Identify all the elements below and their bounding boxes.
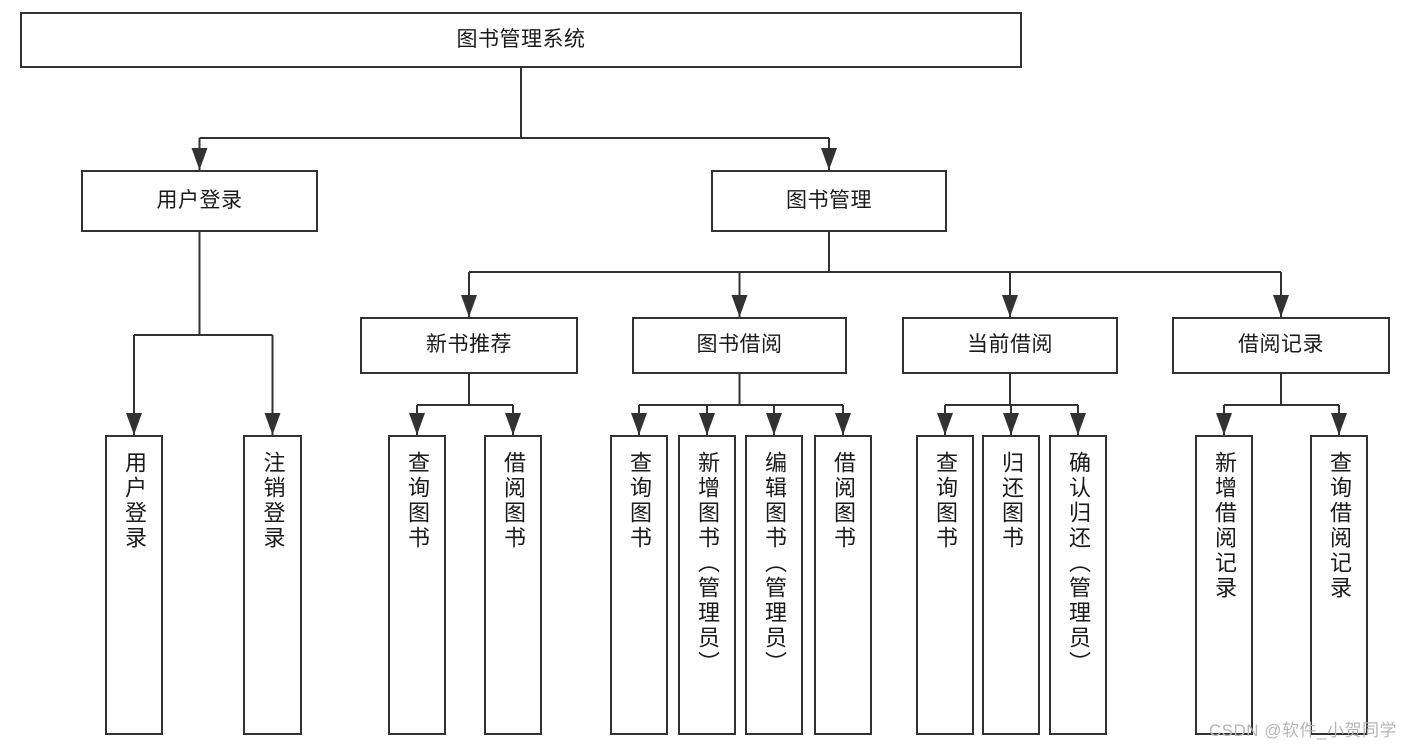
node-label: 编辑图书（管理员） [762, 451, 787, 676]
node-leaf-logout[interactable]: 注销登录 [243, 435, 302, 735]
node-label: 查询借阅记录 [1327, 451, 1352, 601]
arrowhead-book-manage [821, 148, 837, 170]
node-label: 查询图书 [933, 451, 958, 551]
node-label: 图书借阅 [696, 333, 783, 357]
arrowhead-leaf-query-record [1331, 413, 1347, 435]
arrowhead-leaf-logout [264, 413, 281, 435]
node-label: 图书管理 [786, 188, 872, 212]
node-leaf-query-book-1[interactable]: 查询图书 [388, 435, 446, 735]
node-current-borrow[interactable]: 当前借阅 [902, 317, 1118, 374]
node-label: 借阅图书 [831, 451, 856, 551]
node-user-login[interactable]: 用户登录 [81, 170, 318, 232]
node-label: 图书管理系统 [456, 27, 586, 51]
node-leaf-add-record[interactable]: 新增借阅记录 [1195, 435, 1253, 735]
node-label: 查询图书 [405, 451, 430, 551]
node-label: 新书推荐 [426, 333, 512, 357]
arrowhead-borrow-record [1273, 295, 1289, 317]
node-leaf-borrow-book-1[interactable]: 借阅图书 [484, 435, 542, 735]
node-label: 借阅记录 [1238, 333, 1324, 357]
node-label: 新增借阅记录 [1212, 451, 1237, 601]
arrowhead-leaf-edit-book [766, 413, 782, 435]
node-label: 查询图书 [627, 451, 652, 551]
csdn-watermark: CSDN @软件_小贺同学 [1208, 721, 1397, 740]
node-leaf-edit-book[interactable]: 编辑图书（管理员） [745, 435, 803, 735]
node-book-manage[interactable]: 图书管理 [711, 170, 947, 232]
node-label: 用户登录 [156, 188, 243, 212]
node-leaf-return-book[interactable]: 归还图书 [982, 435, 1040, 735]
node-label: 当前借阅 [967, 333, 1053, 357]
arrowhead-leaf-confirm-return [1070, 413, 1086, 435]
arrowhead-new-book-rec [461, 295, 477, 317]
node-leaf-borrow-book-2[interactable]: 借阅图书 [814, 435, 872, 735]
arrowhead-leaf-query-book-2 [631, 413, 647, 435]
node-label: 借阅图书 [501, 451, 526, 551]
node-new-book-rec[interactable]: 新书推荐 [360, 317, 578, 374]
node-label: 注销登录 [260, 451, 286, 551]
arrowhead-leaf-query-book-3 [937, 413, 953, 435]
node-leaf-query-record[interactable]: 查询借阅记录 [1310, 435, 1368, 735]
node-label: 确认归还（管理员） [1066, 451, 1091, 676]
node-book-borrow[interactable]: 图书借阅 [632, 317, 847, 374]
node-leaf-add-book[interactable]: 新增图书（管理员） [678, 435, 736, 735]
arrowhead-leaf-borrow-book-2 [835, 413, 851, 435]
node-leaf-query-book-3[interactable]: 查询图书 [916, 435, 974, 735]
node-label: 用户登录 [122, 451, 147, 551]
arrowhead-leaf-borrow-book-1 [505, 413, 521, 435]
node-label: 新增图书（管理员） [695, 451, 720, 676]
arrowhead-user-login [191, 148, 208, 170]
arrowhead-leaf-user-login [126, 413, 142, 435]
arrowhead-leaf-add-record [1216, 413, 1232, 435]
arrowhead-leaf-query-book-1 [409, 413, 425, 435]
node-borrow-record[interactable]: 借阅记录 [1172, 317, 1390, 374]
arrowhead-book-borrow [731, 295, 748, 317]
node-leaf-confirm-return[interactable]: 确认归还（管理员） [1049, 435, 1107, 735]
node-leaf-query-book-2[interactable]: 查询图书 [610, 435, 668, 735]
node-root[interactable]: 图书管理系统 [20, 12, 1022, 68]
node-label: 归还图书 [999, 451, 1024, 551]
node-leaf-user-login[interactable]: 用户登录 [105, 435, 163, 735]
arrowhead-current-borrow [1002, 295, 1018, 317]
arrowhead-leaf-return-book [1003, 413, 1019, 435]
arrowhead-leaf-add-book [699, 413, 715, 435]
